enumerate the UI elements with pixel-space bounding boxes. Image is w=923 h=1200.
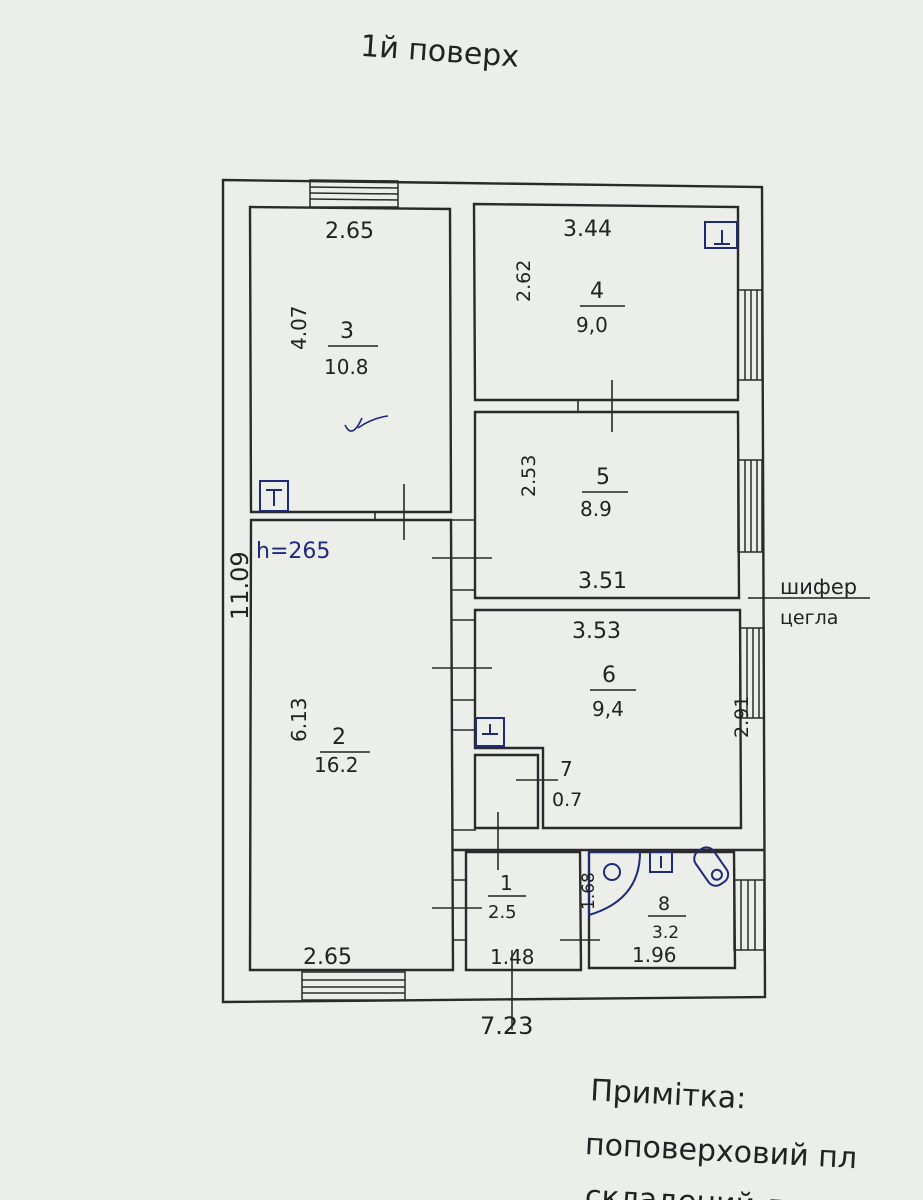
room8-area: 3.2	[652, 923, 679, 943]
room2-width: 2.65	[303, 945, 352, 970]
window-room5	[737, 459, 763, 553]
note-line1: поповерховий пл	[584, 1127, 858, 1176]
room1-area: 2.5	[488, 902, 517, 923]
ceiling-height: h=265	[256, 539, 330, 564]
room4-number: 4	[590, 279, 604, 304]
room8-number: 8	[658, 893, 670, 915]
wall-material: цегла	[780, 607, 838, 629]
note-line2: складений для	[584, 1179, 823, 1200]
check-mark	[344, 415, 389, 432]
house-outline	[221, 178, 767, 1004]
stove-icon	[475, 717, 505, 747]
roof-material: шифер	[780, 575, 857, 599]
window-room6	[739, 627, 765, 719]
room6-length: 2.91	[731, 696, 753, 738]
room4-length: 2.62	[513, 260, 535, 302]
room5-length: 2.53	[518, 455, 540, 497]
stove-icons	[259, 221, 738, 873]
stove-icon	[704, 221, 738, 249]
room4-width: 3.44	[563, 217, 612, 242]
room3-width: 2.65	[325, 219, 374, 244]
room5-width: 3.51	[578, 569, 627, 594]
room4-area: 9,0	[576, 313, 608, 337]
room5-number: 5	[596, 465, 610, 490]
window-top	[309, 179, 399, 208]
room1-length: 1.68	[579, 872, 599, 910]
stove-icon	[259, 480, 289, 512]
stove-icon	[649, 851, 673, 873]
room6-width: 3.53	[572, 619, 621, 644]
windows	[301, 179, 765, 1001]
room7-number: 7	[560, 757, 573, 781]
room7-area: 0.7	[552, 789, 582, 811]
window-room4	[737, 289, 763, 381]
room1-width: 1.48	[490, 945, 535, 969]
room6-number: 6	[602, 663, 616, 688]
window-bottom	[301, 971, 406, 1001]
note-heading: Примітка:	[589, 1073, 747, 1116]
plan-title: 1й поверх	[359, 29, 520, 75]
room3-number: 3	[340, 319, 354, 344]
room3-length: 4.07	[287, 305, 311, 350]
room1-number: 1	[500, 871, 513, 895]
room5-area: 8.9	[580, 497, 612, 521]
room3-area: 10.8	[324, 355, 369, 379]
room6-area: 9,4	[592, 697, 624, 721]
overall-length: 11.09	[226, 551, 254, 620]
room2-number: 2	[332, 725, 346, 750]
room8-width: 1.96	[632, 943, 677, 967]
toilet-icon	[693, 846, 730, 887]
window-room8	[733, 879, 765, 951]
overall-width: 7.23	[480, 1012, 533, 1040]
shower-icon	[588, 851, 642, 917]
room2-length: 6.13	[287, 697, 311, 742]
door-marks	[374, 380, 613, 1030]
room2-area: 16.2	[314, 753, 359, 777]
